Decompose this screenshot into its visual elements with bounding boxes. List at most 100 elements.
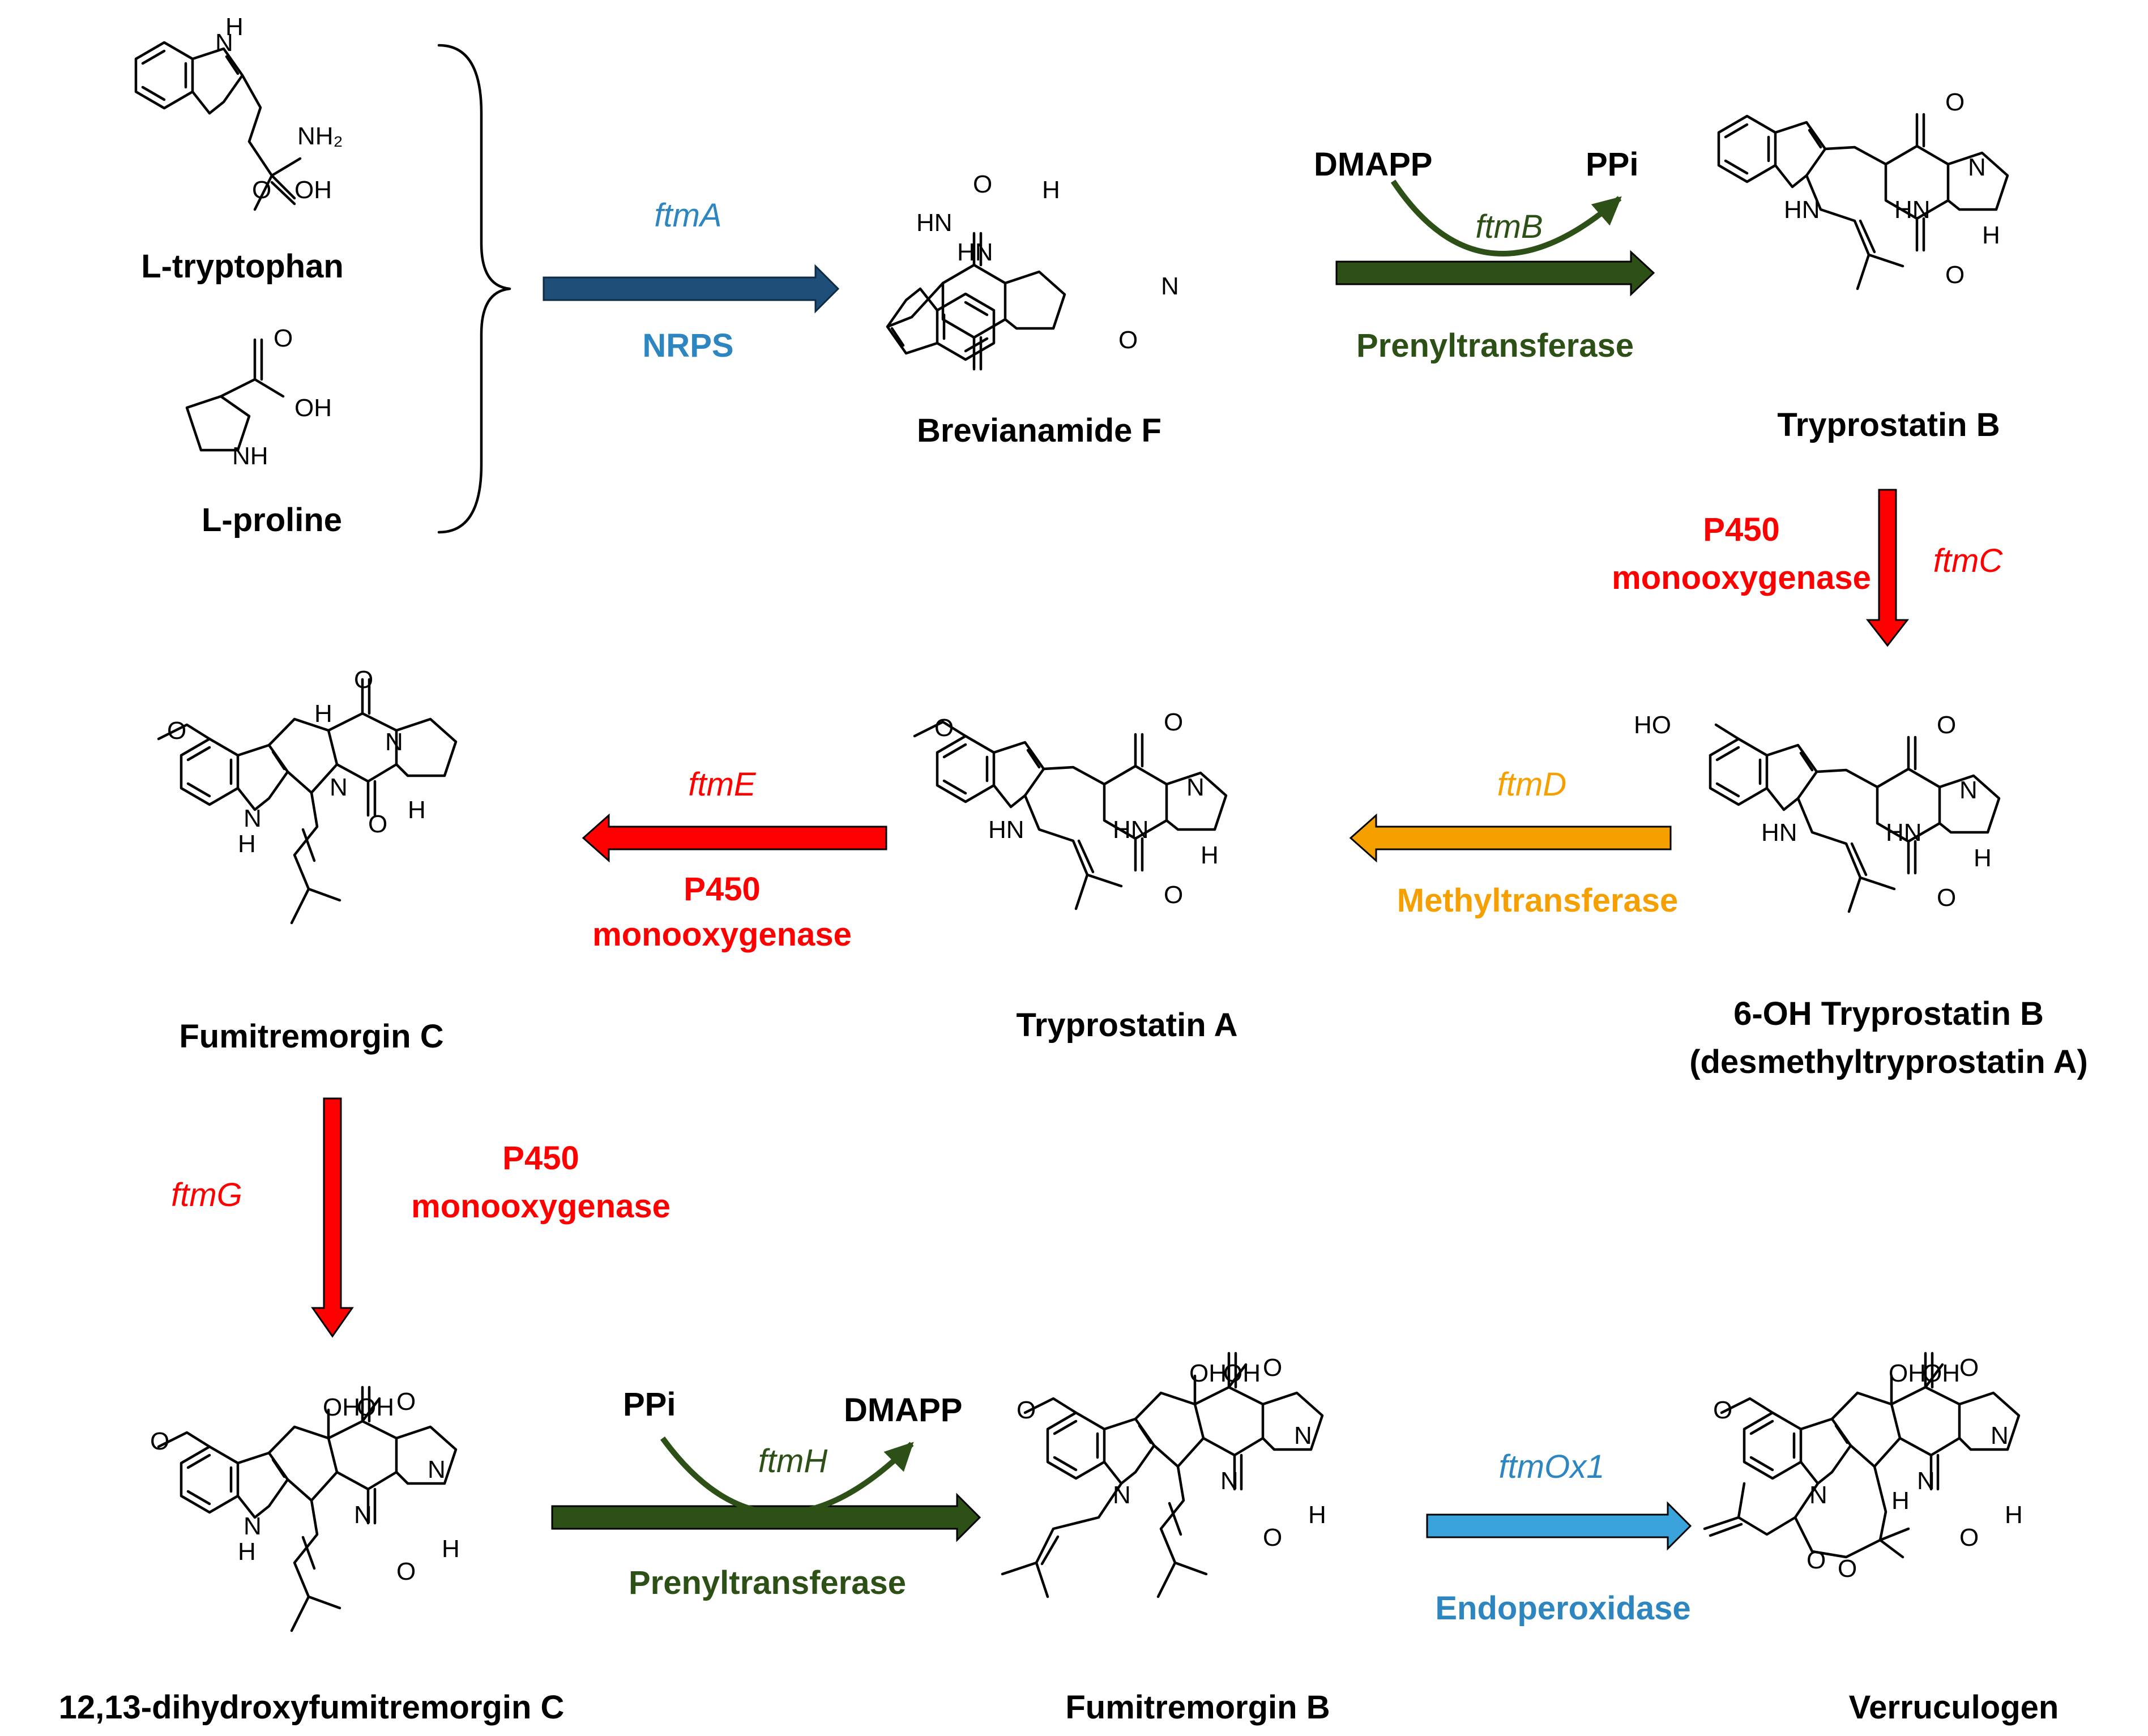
gene-ftmd: ftmD <box>1497 766 1566 803</box>
dhf-atom-h2: H <box>442 1535 460 1563</box>
fumitremorgin-c-structure <box>157 679 456 925</box>
trp-atom-h: H <box>225 13 244 41</box>
trypa-atom-hn: HN <box>988 816 1024 844</box>
l-proline-structure <box>185 338 285 452</box>
coproduct-dmapp: DMAPP <box>844 1392 962 1429</box>
ohtrypb-atom-n: N <box>1959 776 1978 804</box>
fumb-atom-n2: N <box>1220 1467 1239 1495</box>
verr-atom-h2: H <box>2005 1501 2023 1529</box>
verr-atom-o1: O <box>1959 1354 1979 1382</box>
compound-tryprostatin-b: Tryprostatin B <box>1777 407 2000 443</box>
dhf-atom-oh2: OH <box>357 1393 394 1421</box>
ohtrypb-atom-ho: HO <box>1634 711 1671 739</box>
fumitremorgin-b-structure <box>1001 1353 1322 1598</box>
arrow-ftmh-curve <box>660 1436 914 1516</box>
verr-atom-o4: O <box>1838 1555 1857 1583</box>
dhf-atom-oh1: OH <box>323 1393 360 1421</box>
fumc-atom-h1: H <box>238 830 256 858</box>
verr-atom-n1: N <box>1991 1422 2009 1449</box>
verr-atom-h1: H <box>1891 1487 1910 1515</box>
compound-l-proline: L-proline <box>202 502 342 538</box>
fumc-atom-o2: O <box>368 810 387 838</box>
arrow-ftme-shape <box>582 813 887 863</box>
enzyme-endoperoxidase: Endoperoxidase <box>1435 1590 1690 1627</box>
verruculogen-structure <box>1703 1353 2019 1559</box>
trp-atom-oh: OH <box>294 176 332 204</box>
trypa-atom-n: N <box>1186 773 1205 801</box>
trypa-atom-o1: O <box>1164 708 1183 736</box>
trypb-atom-h: H <box>1982 221 2000 249</box>
brevf-atom-o2: O <box>1118 326 1138 354</box>
dhf-atom-n2: N <box>354 1501 372 1529</box>
gene-ftmox1: ftmOx1 <box>1499 1448 1605 1485</box>
arrow-ftmd-shape <box>1349 813 1672 863</box>
enzyme-p450-3b: monooxygenase <box>411 1188 671 1225</box>
brevf-atom-hn: HN <box>916 209 953 237</box>
brevf-atom-h: H <box>1042 176 1060 204</box>
enzyme-p450-2a: P450 <box>684 871 760 908</box>
compound-brevianamide-f: Brevianamide F <box>917 412 1161 449</box>
enzyme-prenyltransferase-2: Prenyltransferase <box>629 1564 906 1601</box>
brevf-atom-o1: O <box>973 170 992 198</box>
trypb-atom-hn2: HN <box>1894 196 1931 224</box>
trypb-atom-n: N <box>1968 153 1986 181</box>
gene-ftmh: ftmH <box>758 1443 828 1480</box>
fumc-atom-h3: H <box>408 796 426 824</box>
dihydroxyfumitremorgin-c-structure <box>157 1387 456 1632</box>
trypa-atom-hn2: HN <box>1113 816 1149 844</box>
compound-l-tryptophan: L-tryptophan <box>141 248 344 285</box>
verr-atom-o: O <box>1713 1396 1732 1424</box>
arrow-ftmg-shape <box>311 1097 354 1338</box>
coproduct-ppi: PPi <box>1586 146 1639 183</box>
gene-ftmb: ftmB <box>1475 208 1543 245</box>
enzyme-p450-1b: monooxygenase <box>1612 559 1871 596</box>
enzyme-p450-1a: P450 <box>1703 511 1779 548</box>
fumc-atom-h2: H <box>314 700 332 728</box>
fumb-atom-h: H <box>1308 1501 1326 1529</box>
dhf-atom-o1: O <box>396 1388 416 1416</box>
fumc-atom-o1: O <box>354 666 373 694</box>
verr-atom-n3: N <box>1809 1481 1827 1509</box>
compound-verruculogen: Verruculogen <box>1849 1689 2059 1726</box>
gene-ftmc: ftmC <box>1933 542 2004 579</box>
fumb-atom-o: O <box>1017 1396 1036 1424</box>
pro-atom-oh: OH <box>294 394 332 422</box>
arrow-ftmh-shape <box>551 1493 981 1542</box>
dhf-atom-o: O <box>150 1427 169 1455</box>
trypa-atom-o: O <box>934 714 954 742</box>
dhf-atom-o2: O <box>396 1558 416 1585</box>
arrow-ftmox1-shape <box>1426 1501 1692 1551</box>
fumb-atom-o2: O <box>1263 1524 1282 1551</box>
pro-atom-o: O <box>274 324 293 352</box>
dhf-atom-n3: N <box>244 1512 262 1540</box>
tryprostatin-b-structure <box>1719 114 2008 289</box>
dhf-atom-h1: H <box>238 1538 256 1566</box>
compound-6-oh-tryprostatin-b: 6-OH Tryprostatin B <box>1733 995 2044 1032</box>
compound-tryprostatin-a: Tryprostatin A <box>1016 1007 1237 1044</box>
gene-ftme: ftmE <box>688 766 757 803</box>
l-tryptophan-structure <box>136 42 302 211</box>
fumb-atom-oh2: OH <box>1223 1359 1261 1387</box>
cosubstrate-dmapp: DMAPP <box>1314 146 1432 183</box>
cosubstrate-ppi: PPi <box>623 1386 676 1423</box>
enzyme-prenyltransferase-1: Prenyltransferase <box>1356 327 1634 364</box>
trp-atom-n: N <box>215 29 233 57</box>
compound-dihydroxyfumitremorgin-c: 12,13-dihydroxyfumitremorgin C <box>59 1689 565 1726</box>
arrow-ftma-shape <box>543 264 840 314</box>
trypa-atom-o2: O <box>1164 881 1183 909</box>
trypb-atom-hn: HN <box>1784 196 1820 224</box>
ohtrypb-atom-hn: HN <box>1761 819 1797 846</box>
verr-atom-n2: N <box>1917 1467 1935 1495</box>
verr-atom-o2: O <box>1959 1524 1979 1551</box>
enzyme-nrps: NRPS <box>642 327 733 364</box>
fumb-atom-n1: N <box>1294 1422 1312 1449</box>
6-oh-tryprostatin-b-structure <box>1710 723 1999 912</box>
enzyme-methyltransferase: Methyltransferase <box>1397 882 1678 919</box>
compound-fumitremorgin-c: Fumitremorgin C <box>179 1018 443 1055</box>
brevianamide-f-structure <box>886 233 1065 369</box>
ohtrypb-atom-hn2: HN <box>1886 819 1922 846</box>
verr-atom-oh1: OH <box>1889 1359 1926 1387</box>
brevf-atom-hn2: HN <box>957 238 993 266</box>
compound-desmethyltryprostatin-a: (desmethyltryprostatin A) <box>1689 1044 2088 1080</box>
